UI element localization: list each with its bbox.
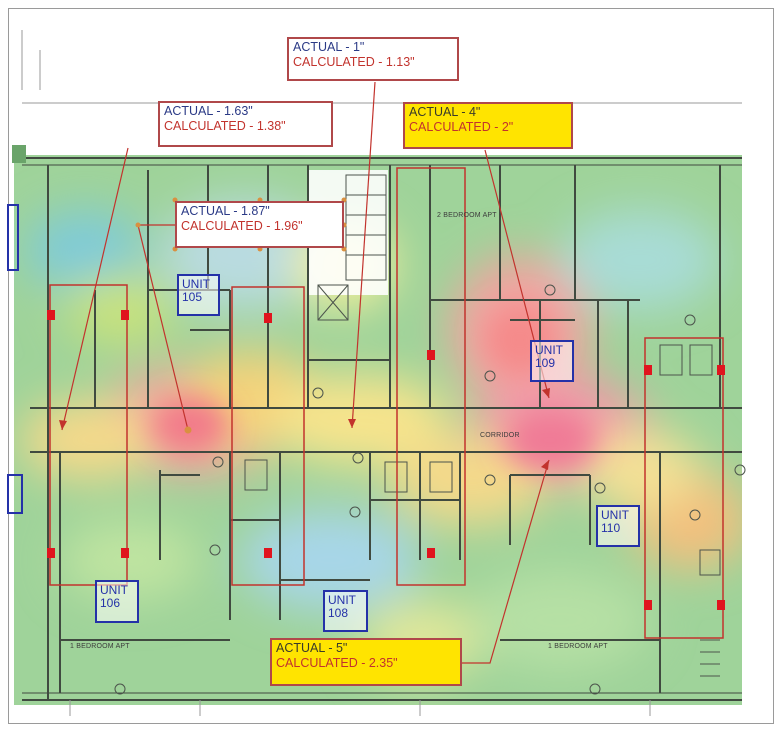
zone-center-wall <box>396 167 466 586</box>
unit-label-number: 105 <box>182 290 203 304</box>
plan-label-1-bedroom-apt-left: 1 BEDROOM APT <box>70 643 130 650</box>
fixture-linework <box>114 174 746 695</box>
callout-actual-5: ACTUAL - 5" CALCULATED - 2.35" <box>270 638 462 686</box>
unit-label-105: UNIT 105 <box>177 274 220 316</box>
plan-label-corridor: CORRIDOR <box>480 432 520 439</box>
callout-calculated-text: CALCULATED - 1.13" <box>293 55 415 69</box>
wall-linework <box>22 157 742 701</box>
unit-label-110: UNIT 110 <box>596 505 640 547</box>
callout-actual-text: ACTUAL - 1" <box>293 40 365 54</box>
callout-actual-1-63: ACTUAL - 1.63" CALCULATED - 1.38" <box>158 101 333 147</box>
unit-label-number: 108 <box>328 606 349 620</box>
sensor-markers <box>47 310 725 610</box>
unit-label-number: 109 <box>535 356 556 370</box>
partial-unit-box-left-bottom <box>7 474 23 514</box>
apt-tag-left <box>12 145 26 163</box>
unit-label-number: 106 <box>100 596 121 610</box>
unit-label-108: UNIT 108 <box>323 590 368 632</box>
unit-label-word: UNIT <box>328 593 356 607</box>
callout-actual-4: ACTUAL - 4" CALCULATED - 2" <box>403 102 573 149</box>
zone-unit-105-108-wall <box>231 286 305 586</box>
zone-unit-110-wall <box>644 337 724 639</box>
callout-actual-1: ACTUAL - 1" CALCULATED - 1.13" <box>287 37 459 81</box>
partial-unit-box-left-top <box>7 204 19 271</box>
unit-label-number: 110 <box>601 521 621 535</box>
unit-label-109: UNIT 109 <box>530 340 574 382</box>
unit-label-106: UNIT 106 <box>95 580 139 623</box>
drawing-margin-lines <box>21 30 742 716</box>
unit-label-word: UNIT <box>100 583 128 597</box>
zone-unit-106-wall <box>49 284 128 586</box>
callout-calculated-text: CALCULATED - 2.35" <box>276 656 398 670</box>
unit-label-word: UNIT <box>601 508 629 522</box>
plan-label-2-bedroom-apt: 2 BEDROOM APT <box>437 212 497 219</box>
unit-label-word: UNIT <box>535 343 563 357</box>
callout-actual-text: ACTUAL - 1.63" <box>164 104 253 118</box>
callout-actual-text: ACTUAL - 1.87" <box>181 204 270 218</box>
callout-calculated-text: CALCULATED - 1.96" <box>181 219 303 233</box>
callout-calculated-text: CALCULATED - 2" <box>409 120 514 134</box>
plan-label-1-bedroom-apt-right: 1 BEDROOM APT <box>548 643 608 650</box>
measurement-zones <box>49 167 724 639</box>
callout-calculated-text: CALCULATED - 1.38" <box>164 119 286 133</box>
unit-label-word: UNIT <box>182 277 210 291</box>
callout-actual-text: ACTUAL - 4" <box>409 105 481 119</box>
callout-actual-1-87: ACTUAL - 1.87" CALCULATED - 1.96" <box>175 201 344 248</box>
callout-actual-text: ACTUAL - 5" <box>276 641 348 655</box>
